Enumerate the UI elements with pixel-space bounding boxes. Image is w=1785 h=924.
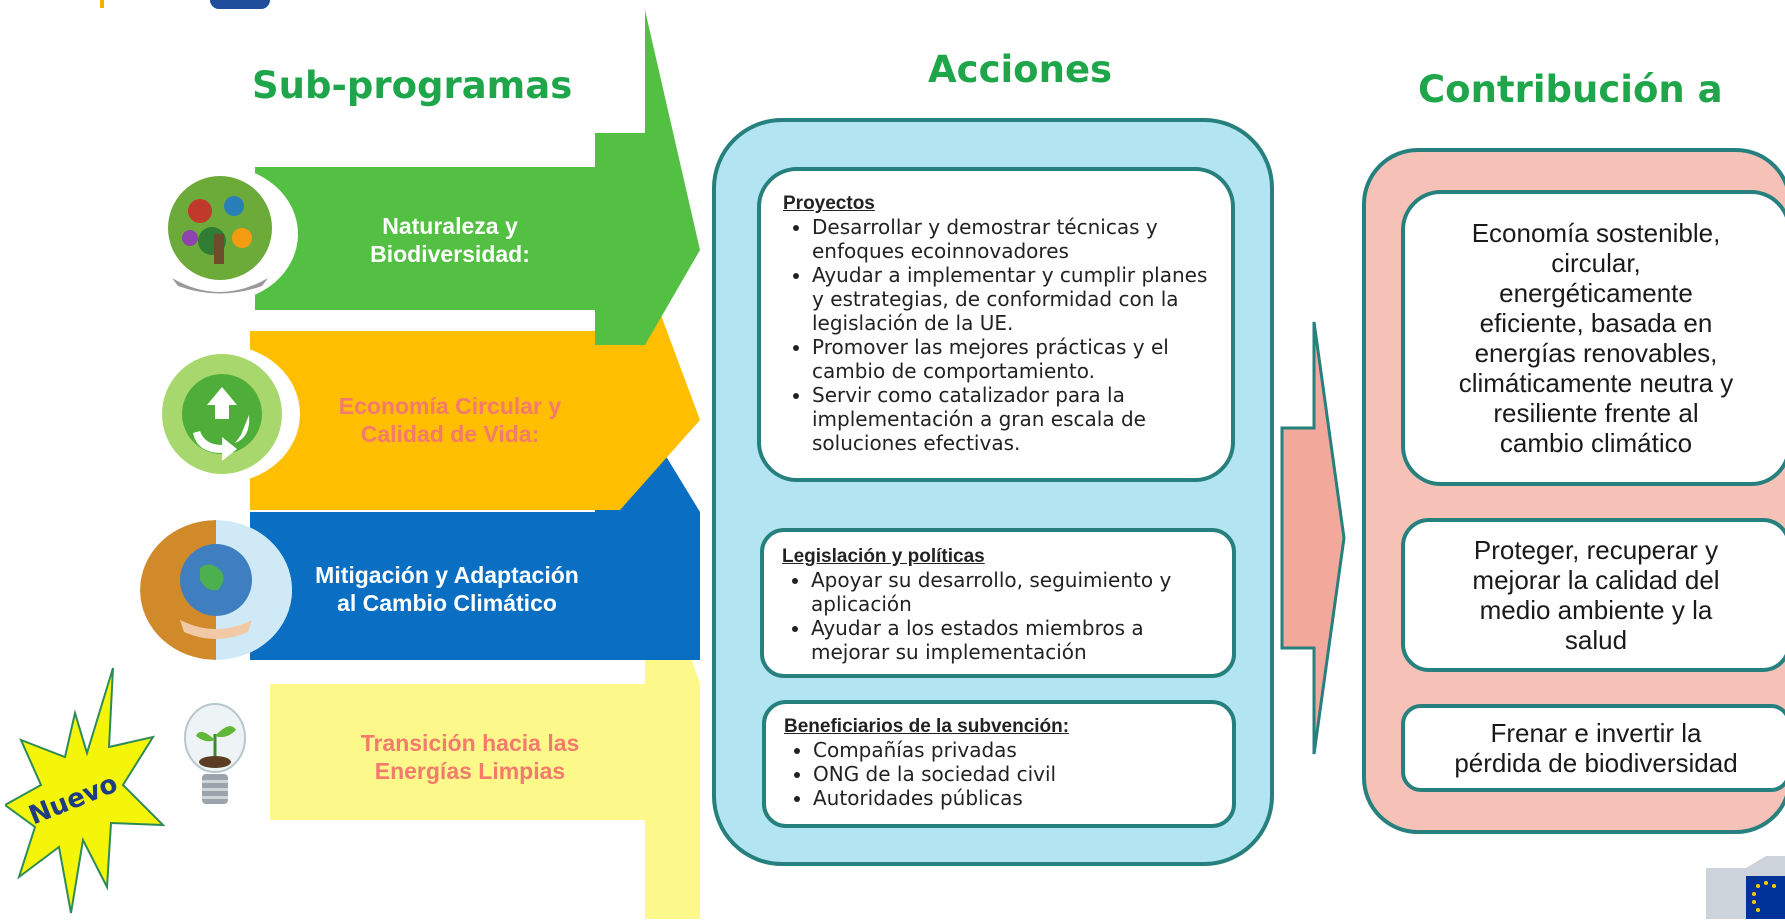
action-box-legislacion: Legislación y políticas Apoyar su desarr…: [760, 528, 1236, 678]
list-item: Desarrollar y demostrar técnicas y enfoq…: [812, 215, 1213, 263]
contribution-arrow: [1280, 321, 1346, 755]
action-title: Beneficiarios de la subvención:: [784, 716, 1070, 737]
subprogram-label-energias-limpias: Transición hacia las Energías Limpias: [360, 730, 580, 784]
contrib-box-biodiversidad: Frenar e invertir la pérdida de biodiver…: [1401, 704, 1785, 792]
list-item: Apoyar su desarrollo, seguimiento y apli…: [811, 568, 1218, 616]
list-item: ONG de la sociedad civil: [813, 762, 1218, 786]
action-title: Legislación y políticas: [782, 546, 985, 567]
acciones-heading: Acciones: [928, 48, 1113, 91]
list-item: Servir como catalizador para la implemen…: [812, 383, 1213, 455]
action-title: Proyectos: [783, 193, 875, 214]
subprogram-label-economia-circular: Economía Circular y Calidad de Vida:: [338, 393, 562, 447]
header-accent-bar: [100, 0, 104, 8]
arrow-energias-limpias: [270, 520, 700, 919]
recycle-globe-icon: [145, 345, 300, 483]
list-item: Promover las mejores prácticas y el camb…: [812, 335, 1213, 383]
biodiversity-globe-icon: [142, 166, 298, 302]
subprogram-label-naturaleza: Naturaleza y Biodiversidad:: [370, 213, 530, 267]
arrow-naturaleza: [255, 10, 700, 345]
nuevo-badge: Nuevo: [3, 665, 166, 915]
list-item: Autoridades públicas: [813, 786, 1218, 810]
list-item: Ayudar a implementar y cumplir planes y …: [812, 263, 1213, 335]
list-item: Ayudar a los estados miembros a mejorar …: [811, 616, 1218, 664]
action-box-beneficiarios: Beneficiarios de la subvención: Compañía…: [762, 700, 1236, 828]
contribucion-heading: Contribución a: [1418, 68, 1723, 111]
eu-flag-logo: [1706, 856, 1785, 919]
earth-hands-icon: [140, 520, 292, 660]
starburst-icon: [3, 667, 166, 914]
arrow-economia-circular: [250, 205, 700, 510]
subprogram-label-cambio-climatico: Mitigación y Adaptación al Cambio Climát…: [315, 562, 579, 616]
contrib-box-economia: Economía sostenible, circular, energétic…: [1401, 190, 1785, 486]
arrow-cambio-climatico: [250, 340, 700, 660]
contrib-box-medio-ambiente: Proteger, recuperar y mejorar la calidad…: [1401, 518, 1785, 672]
header-title-fragment: [210, 0, 270, 9]
list-item: Compañías privadas: [813, 738, 1218, 762]
lightbulb-plant-icon: [180, 700, 250, 820]
action-box-proyectos: Proyectos Desarrollar y demostrar técnic…: [757, 167, 1235, 482]
subprogramas-heading: Sub-programas: [252, 64, 573, 107]
